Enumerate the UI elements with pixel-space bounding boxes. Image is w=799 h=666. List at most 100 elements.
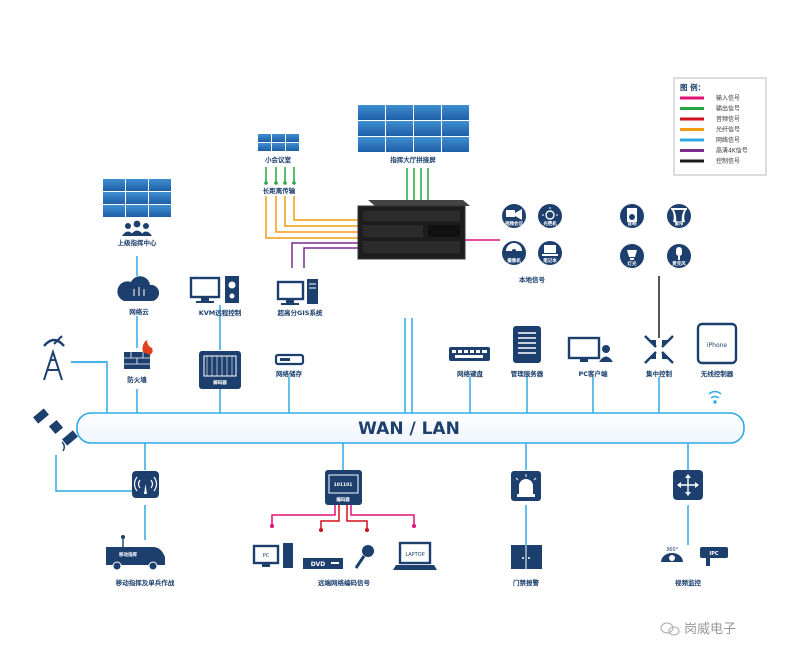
curtain-icon: 窗帘: [667, 204, 691, 228]
radar-tower-icon: [43, 335, 65, 381]
firewall-label: 防火墙: [127, 375, 147, 384]
connection-lines: [55, 167, 689, 545]
local-signal-label: 本地信号: [519, 275, 546, 284]
firewall-icon: [124, 340, 153, 369]
light-label: 灯光: [628, 260, 637, 267]
mic-icon: 麦克风: [667, 244, 691, 268]
wireless-control-label: 无线控制器: [700, 369, 734, 378]
server-icon: [513, 326, 541, 363]
kvm-label: KVM远程控制: [199, 308, 242, 317]
remote-encode-label: 远端网络编码信号: [318, 578, 371, 587]
meeting-room-label: 小会议室: [264, 155, 292, 164]
notebook-label: 笔记本: [543, 257, 557, 264]
command-van-icon: 移动指挥: [106, 535, 165, 571]
meeting-room-wall: 小会议室 长距离传输: [258, 134, 299, 195]
wechat-icon: [660, 622, 680, 636]
broadcast-icon: [132, 471, 159, 498]
legend-swatch: [680, 138, 704, 142]
pc-label: PC: [263, 553, 270, 559]
legend-swatch: [680, 117, 704, 121]
dvd-label: DVD: [311, 561, 326, 568]
video-processor-chassis: [357, 200, 470, 260]
camera-icon: 摄像机: [502, 241, 526, 265]
net-keyboard-label: 网络键盘: [457, 369, 484, 378]
encoder-bits-label: 101101: [334, 482, 353, 488]
cloud-icon: [117, 276, 160, 301]
door-alarm-label: 门禁报警: [513, 578, 540, 587]
gis-computer-icon: [276, 279, 318, 305]
legend-swatch: [680, 128, 704, 131]
iphone-icon: iPhone: [696, 322, 738, 365]
net-cloud-label: 网络云: [129, 307, 149, 316]
camera-label: 摄像机: [507, 257, 521, 264]
legend-item-label: 输入信号: [716, 94, 740, 102]
encoder-label: 编码器: [336, 496, 350, 503]
wifi-icon: [708, 390, 722, 404]
switch-icon: 交换机: [673, 470, 703, 507]
net-storage-label: 网络储存: [276, 369, 303, 378]
pc-client-label: PC客户端: [578, 369, 608, 378]
legend-item-label: 输出信号: [716, 105, 740, 113]
video-conf-label: 视频会议: [505, 220, 523, 227]
pc-icon: PC: [252, 543, 293, 568]
central-control-icon: [644, 335, 674, 364]
curtain-label: 窗帘: [675, 220, 684, 227]
legend-title: 图 例：: [680, 82, 705, 92]
legend-item-label: 高清4K信号: [716, 147, 748, 155]
central-control-label: 集中控制: [645, 369, 673, 378]
legend-item-label: 控制信号: [716, 157, 740, 165]
gis-label: 超高分GIS系统: [277, 308, 323, 317]
video-monitor-label: 视频监控: [675, 578, 702, 587]
dvd-icon: DVD: [303, 558, 343, 569]
legend-item-label: 光纤信号: [716, 126, 740, 134]
alarm-icon: [511, 471, 541, 501]
wan-lan-label: WAN / LAN: [358, 419, 460, 439]
door-icon: [511, 545, 542, 569]
laptop-label: LAPTOP: [405, 552, 424, 558]
decoder-icon: 解码器: [199, 351, 241, 389]
mobile-cmd-label: 移动指挥及单兵作战: [116, 578, 175, 587]
wan-lan-bus: WAN / LAN: [76, 412, 745, 444]
satellite-icon: [33, 408, 78, 452]
mic-label: 麦克风: [672, 260, 686, 267]
iphone-label: iPhone: [707, 342, 728, 349]
ipc-label: IPC: [709, 551, 719, 557]
dome-camera-icon: 360°: [661, 547, 683, 562]
legend-swatch: [680, 107, 704, 110]
hall-video-wall: 指挥大厅拼接屏: [357, 104, 470, 164]
encoder-icon: 101101 编码器: [325, 470, 362, 505]
stereo-icon: 音响: [620, 204, 644, 228]
legend-swatch: [680, 96, 704, 100]
decoder-label: 解码器: [213, 379, 227, 386]
legend-item-label: 网络信号: [716, 136, 740, 144]
optical-icon: 光钯机: [538, 204, 562, 228]
upper-center-wall: 上级指挥中心: [103, 179, 171, 247]
storage-icon: [274, 353, 305, 366]
legend-swatch: [680, 159, 704, 163]
watermark: 岗威电子: [660, 622, 736, 637]
mgmt-server-label: 管理服务器: [511, 369, 544, 378]
people-icon: [122, 220, 152, 236]
microphone-icon: [354, 545, 374, 569]
ipc-camera-icon: IPC: [700, 547, 728, 566]
laptop-icon: LAPTOP: [393, 541, 437, 570]
kvm-monitor-icon: [189, 276, 239, 303]
hall-wall-label: 指挥大厅拼接屏: [390, 155, 436, 164]
optical-label: 光钯机: [542, 220, 557, 227]
notebook-icon: 笔记本: [538, 241, 562, 265]
long-range-label: 长距离传输: [263, 186, 296, 195]
pc-client-icon: [567, 336, 613, 362]
video-conf-icon: 视频会议: [502, 204, 526, 228]
deg360-label: 360°: [666, 547, 679, 553]
light-icon: 灯光: [620, 244, 644, 268]
net-keyboard-icon: [449, 347, 490, 361]
upper-center-label: 上级指挥中心: [118, 238, 158, 247]
van-label: 移动指挥: [119, 551, 137, 558]
legend-item-label: 音频信号: [716, 115, 740, 123]
legend-swatch: [680, 149, 704, 152]
watermark-text: 岗威电子: [684, 622, 736, 637]
switch-label: 交换机: [681, 500, 695, 507]
